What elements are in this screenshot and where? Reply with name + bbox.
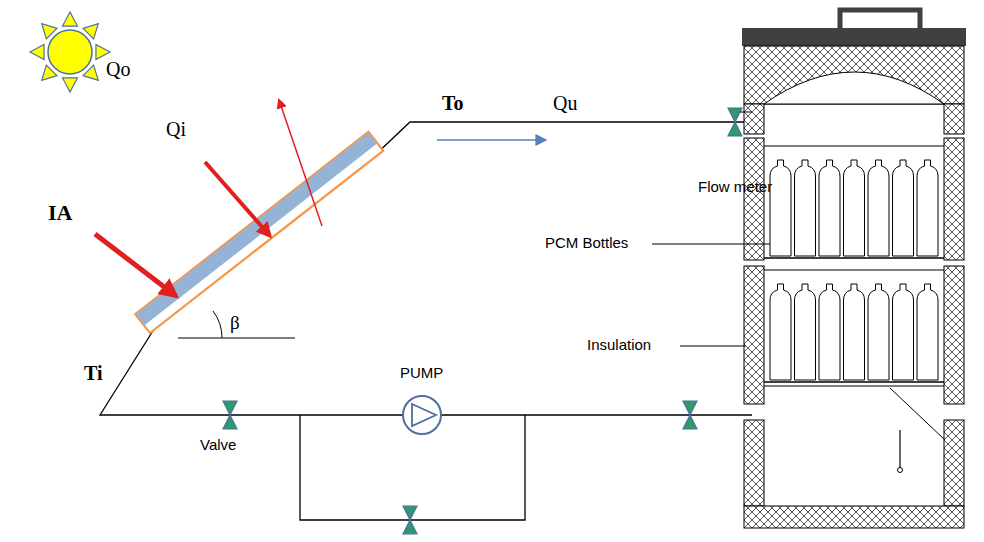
- part-label: Valve: [200, 436, 236, 453]
- storage-tank: [740, 10, 966, 528]
- heat-input-symbol: Qi: [166, 118, 186, 141]
- pipe-lines: [100, 122, 752, 520]
- valve-symbols: [223, 108, 742, 534]
- part-label: PCM Bottles: [545, 234, 628, 251]
- leader-lines: [652, 244, 770, 346]
- heat-loss-arrow: [279, 100, 322, 226]
- tilt-angle: [178, 311, 295, 338]
- sun-symbol: [30, 12, 110, 92]
- part-label: Insulation: [587, 336, 651, 353]
- pcm-bottles: [770, 160, 938, 380]
- flow-arrow: [437, 139, 545, 141]
- useful-heat-symbol: Qu: [553, 92, 577, 115]
- outlet-temperature-symbol: To: [442, 92, 464, 115]
- irradiance-arrow: [95, 234, 176, 296]
- inlet-temperature-symbol: Ti: [84, 362, 103, 385]
- irradiance-symbol: IA: [48, 200, 72, 225]
- part-label: PUMP: [400, 364, 443, 381]
- heat-loss-symbol: Qo: [106, 58, 130, 81]
- solar-collector: [135, 132, 383, 333]
- angle-symbol: β: [230, 312, 240, 334]
- part-label: Flow meter: [698, 178, 772, 195]
- pump-symbol: [403, 396, 441, 434]
- heat-input-arrow: [205, 162, 270, 236]
